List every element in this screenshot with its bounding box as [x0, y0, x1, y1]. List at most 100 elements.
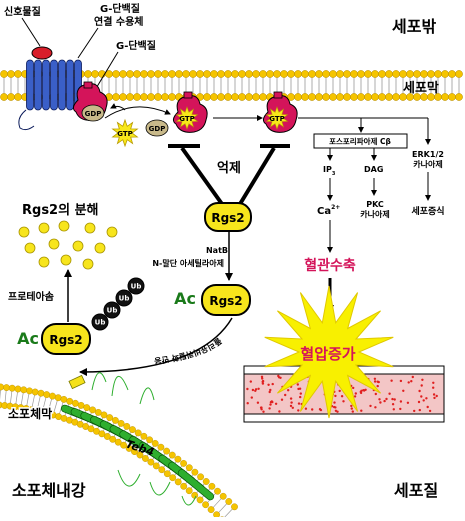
ac-label-2: Ac	[17, 329, 39, 348]
lipid-head	[287, 70, 294, 77]
lipid-head	[336, 70, 343, 77]
vasoconstriction-label: 혈관수축	[304, 257, 356, 274]
lipid-head	[175, 70, 182, 77]
lipid-head	[133, 93, 140, 100]
degraded-fragment	[39, 223, 49, 233]
lipid-head	[209, 483, 215, 489]
lipid-head	[89, 407, 95, 413]
lipid-head	[231, 70, 238, 77]
lipid-head	[259, 93, 266, 100]
blood-cell	[369, 405, 371, 407]
blood-cell	[352, 387, 354, 389]
lipid-head	[238, 93, 245, 100]
lipid-head	[161, 93, 168, 100]
lipid-head	[119, 93, 126, 100]
blood-cell	[350, 405, 352, 407]
lipid-head	[189, 70, 196, 77]
lipid-head	[135, 430, 141, 436]
lipid-head	[210, 93, 217, 100]
blood-cell	[277, 375, 279, 377]
blood-cell	[433, 397, 435, 399]
blood-cell	[262, 411, 264, 413]
gdp-label-free: GDP	[149, 125, 166, 133]
lipid-head	[101, 412, 107, 418]
ca-label: Ca2+	[317, 204, 340, 217]
ubiquitin-label: Ub	[95, 319, 106, 327]
degraded-fragment	[61, 255, 71, 265]
blood-cell	[290, 397, 292, 399]
erk-label-line1: ERK1/2	[412, 150, 444, 159]
blood-cell	[281, 399, 283, 401]
lipid-head	[322, 70, 329, 77]
blood-cell	[257, 388, 259, 390]
lipid-head	[84, 404, 90, 410]
blood-cell	[297, 383, 299, 385]
lipid-head	[118, 420, 124, 426]
blood-cell	[364, 389, 366, 391]
blood-cell	[292, 407, 294, 409]
lipid-head	[154, 93, 161, 100]
blood-cell	[272, 383, 274, 385]
blood-cell	[419, 409, 421, 411]
blood-cell	[305, 408, 307, 410]
blood-cell	[267, 384, 269, 386]
lipid-head	[186, 488, 192, 494]
lipid-head	[181, 483, 187, 489]
receptor-tail	[19, 110, 34, 130]
lipid-head	[175, 456, 181, 462]
blood-cell	[246, 388, 248, 390]
lipid-head	[44, 391, 50, 397]
lipid-head	[294, 70, 301, 77]
blood-cell	[391, 398, 393, 400]
lipid-head	[350, 93, 357, 100]
lipid-head	[364, 70, 371, 77]
lipid-head	[420, 70, 427, 77]
blood-cell	[278, 410, 280, 412]
receptor-helix	[67, 60, 74, 110]
lipid-head	[119, 70, 126, 77]
blood-cell	[290, 405, 292, 407]
lipid-head	[203, 93, 210, 100]
natb-desc-label: N-말단 아세틸라아제	[152, 258, 224, 268]
blood-cell	[388, 393, 390, 395]
lipid-head	[224, 93, 231, 100]
lipid-head	[238, 70, 245, 77]
blood-cell	[252, 389, 254, 391]
dag-label: DAG	[364, 165, 383, 174]
lipid-head	[146, 437, 152, 443]
gtp-burst: GTP	[113, 120, 138, 146]
blood-cell	[333, 401, 335, 403]
lipid-head	[126, 70, 133, 77]
lipid-head	[202, 502, 208, 508]
blood-cell	[351, 407, 353, 409]
lipid-head	[224, 70, 231, 77]
lipid-head	[21, 387, 27, 393]
lipid-head	[455, 93, 462, 100]
receptor-helix	[51, 60, 58, 110]
lipid-head	[301, 70, 308, 77]
lipid-head	[217, 93, 224, 100]
blood-cell	[342, 400, 344, 402]
lipid-head	[154, 70, 161, 77]
blood-cell	[429, 410, 431, 412]
blood-cell	[299, 396, 301, 398]
lipid-head	[329, 93, 336, 100]
lipid-head	[140, 93, 147, 100]
lipid-head	[147, 93, 154, 100]
lipid-head	[133, 70, 140, 77]
lipid-head	[280, 70, 287, 77]
blood-cell	[394, 398, 396, 400]
lipid-tail	[54, 400, 58, 414]
blood-cell	[385, 398, 387, 400]
blood-cell	[374, 406, 376, 408]
lipid-head	[158, 444, 164, 450]
blood-cell	[257, 402, 259, 404]
lipid-head	[95, 409, 101, 415]
lipid-head	[91, 70, 98, 77]
degraded-fragment	[19, 227, 29, 237]
blood-cell	[287, 389, 289, 391]
lipid-head	[231, 93, 238, 100]
rgs2-ub-label: Rgs2	[49, 333, 82, 347]
blood-cell	[334, 395, 336, 397]
